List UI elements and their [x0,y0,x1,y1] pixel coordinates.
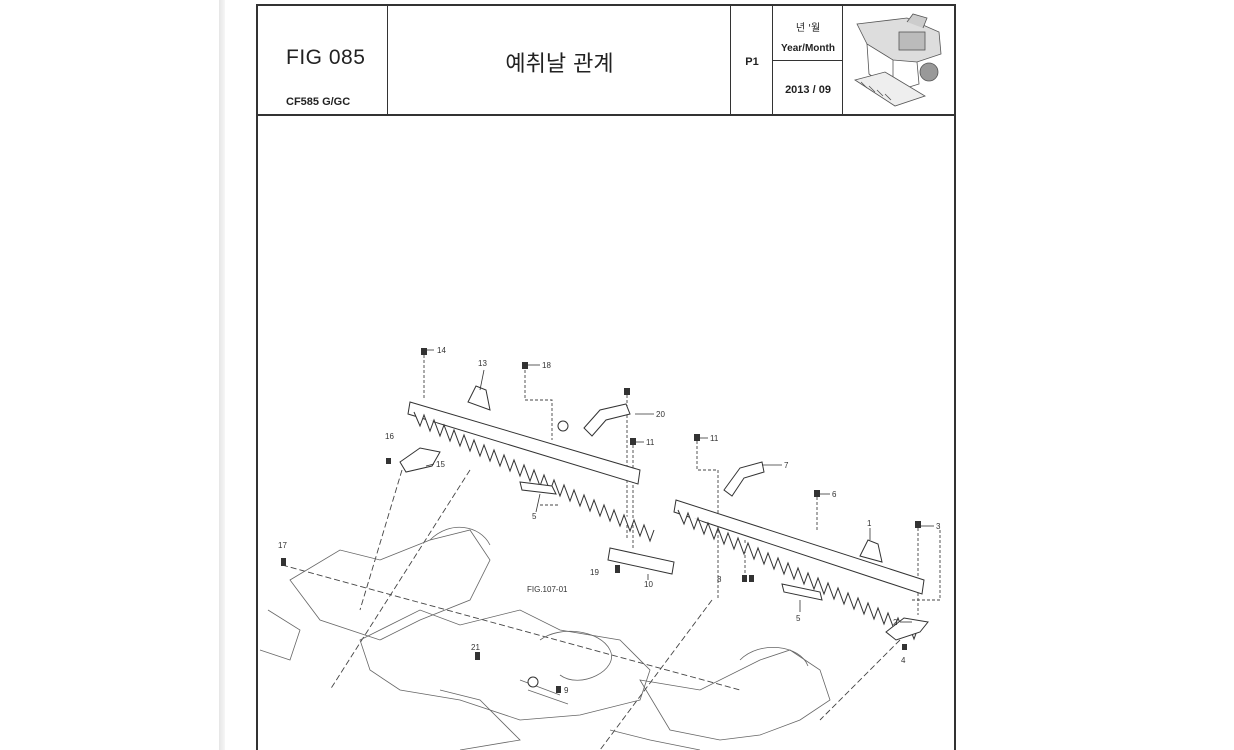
callout-label: 10 [644,580,653,589]
pin-markers [527,420,569,688]
knife-assembly-left [399,385,655,543]
machine-thumbnail-cell [843,6,954,114]
knife-assembly-right [607,461,929,641]
title-block: FIG 085 CF585 G/GC 예취날 관계 P1 년 '월 Year/M… [258,6,954,116]
parts-sheet: FIG 085 CF585 G/GC 예취날 관계 P1 년 '월 Year/M… [256,4,956,750]
callout-label: 16 [385,432,394,441]
figure-reference-label: FIG.107-01 [527,585,568,594]
callout-label: 14 [437,346,446,355]
date-cell: 년 '월 Year/Month 2013 / 09 [773,6,843,114]
callout-label: 13 [478,359,487,368]
callout-label: 17 [278,541,287,550]
callout-label: 9 [564,686,569,695]
model-code: CF585 G/GC [286,96,351,108]
figure-cell: FIG 085 CF585 G/GC [258,6,388,114]
figure-number: FIG 085 [286,46,366,69]
callout-numbers: 14 13 18 20 11 11 7 6 3 1 16 15 5 17 19 … [278,346,941,695]
frame-outline [259,526,831,750]
dash-leaders [281,355,941,750]
callout-label: 5 [532,512,537,521]
callout-label: 15 [436,460,445,469]
callout-label: 1 [867,519,872,528]
callout-label: 19 [590,568,599,577]
year-month-label-english: Year/Month [781,43,835,54]
title-cell: 예취날 관계 [388,6,731,114]
page-title: 예취날 관계 [505,52,614,77]
fastener-bolts [281,348,921,693]
issue-date: 2013 / 09 [785,84,831,96]
year-month-label-korean: 년 '월 [795,23,821,34]
callout-leader-lines [425,349,934,623]
page-number: P1 [745,56,759,68]
callout-label: 8 [717,575,722,584]
callout-label: 18 [542,361,551,370]
callout-label: 5 [796,614,801,623]
callout-label: 6 [832,490,837,499]
combine-harvester-thumbnail [854,13,942,107]
callout-label: 21 [471,643,480,652]
date-divider [773,60,843,61]
callout-label: 7 [784,461,789,470]
page-cell: P1 [731,6,773,114]
callout-label: 2 [893,618,898,627]
callout-label: 20 [656,410,665,419]
callout-label: 11 [646,438,655,447]
callout-label: 4 [901,656,906,665]
scan-edge [219,0,225,750]
callout-label: 3 [936,522,941,531]
callout-label: 11 [710,434,719,443]
